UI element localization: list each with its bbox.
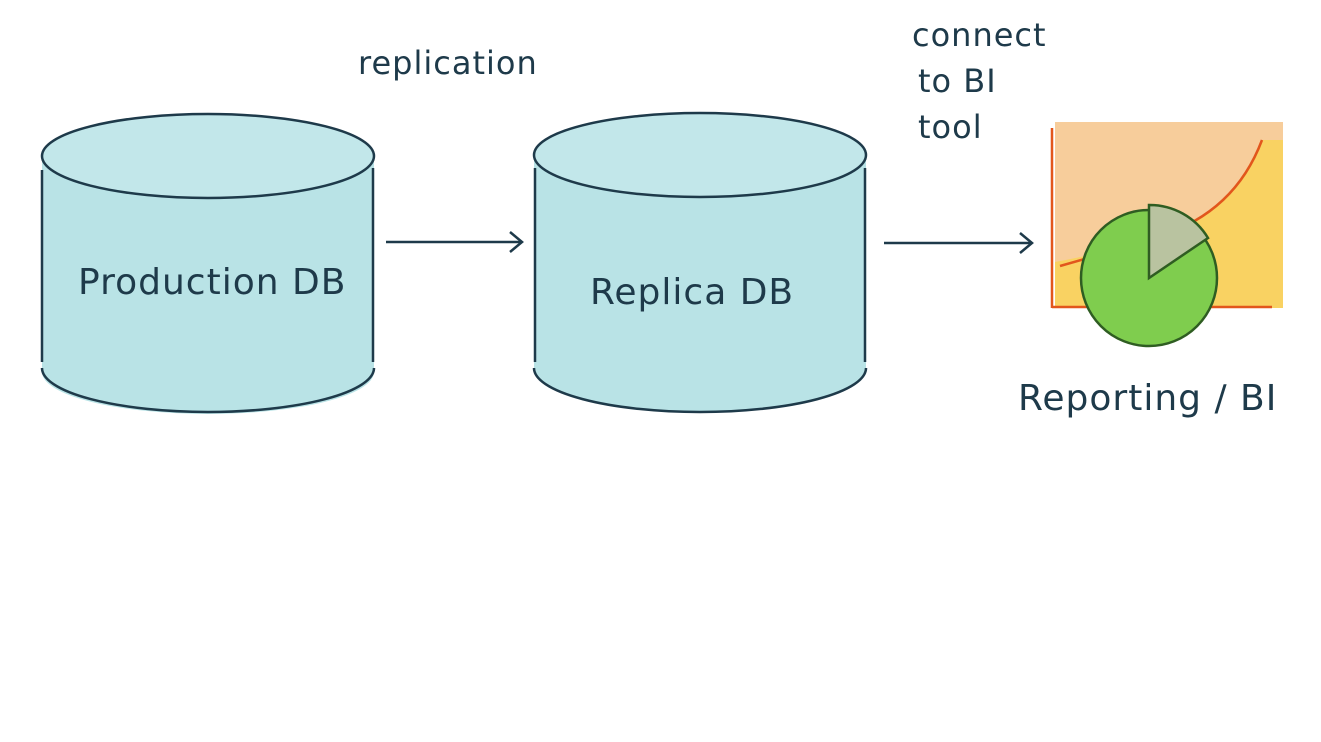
replica-db-cylinder[interactable] (532, 111, 868, 414)
replica-db-label: Replica DB (590, 272, 795, 313)
production-db-top (40, 112, 376, 200)
production-db-body (42, 158, 374, 414)
connect-label-line-2: to BI (918, 62, 997, 100)
connect-label-line-3: tool (918, 108, 983, 146)
production-db-cylinder[interactable] (40, 112, 376, 414)
production-db-label: Production DB (78, 262, 347, 303)
connect-label-line-1: connect (912, 16, 1047, 54)
replica-db-bottom (532, 367, 868, 414)
pie-slice (1147, 203, 1210, 281)
reporting-bi-icon[interactable] (1050, 122, 1283, 348)
connect-arrow (884, 232, 1034, 254)
reporting-bi-label: Reporting / BI (1018, 378, 1278, 419)
replica-db-top (532, 111, 868, 199)
replication-label: replication (358, 44, 538, 82)
replication-arrow (386, 231, 524, 253)
production-db-bottom (40, 367, 376, 414)
replica-db-body (534, 158, 866, 412)
connect-label: connect to BI tool (912, 12, 1047, 150)
